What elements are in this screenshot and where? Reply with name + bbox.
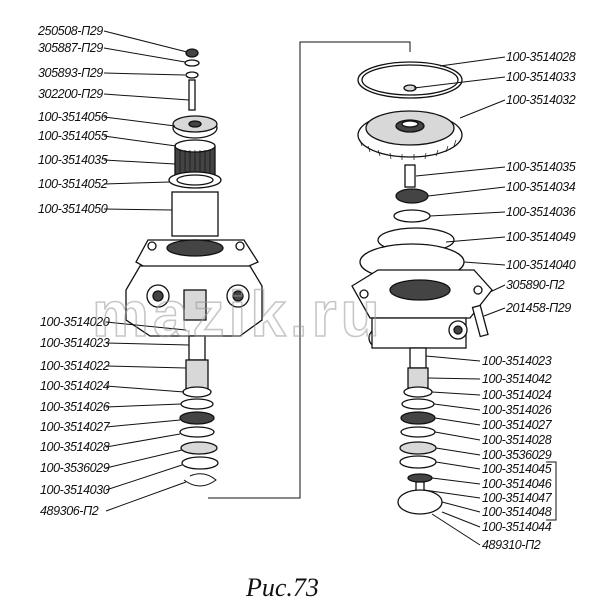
right-part-label: 100-3514042 bbox=[482, 372, 552, 386]
right-part-label: 201458-П29 bbox=[505, 301, 571, 315]
right-part-label: 100-3514046 bbox=[482, 477, 552, 491]
right-part-label: 100-3514027 bbox=[482, 418, 553, 432]
left-part-label: 100-3514035 bbox=[38, 153, 108, 167]
right-part-label: 100-3514026 bbox=[482, 403, 552, 417]
right-part-label: 100-3514033 bbox=[506, 70, 576, 84]
right-part-label: 100-3514040 bbox=[506, 258, 576, 272]
right-part-label: 100-3514036 bbox=[506, 205, 576, 219]
left-part-label: 100-3514026 bbox=[40, 400, 110, 414]
left-part-label: 100-3514030 bbox=[40, 483, 110, 497]
left-part-label: 100-3514052 bbox=[38, 177, 108, 191]
right-labels: 100-3514028 100-3514033 100-3514032 100-351… bbox=[482, 50, 576, 552]
figure-caption: Рис.73 bbox=[245, 573, 319, 602]
left-part-label: 302200-П29 bbox=[38, 87, 103, 101]
right-leader-lines bbox=[413, 56, 557, 546]
watermark: mazik.ru bbox=[92, 278, 384, 350]
right-part-label: 100-3536029 bbox=[482, 448, 552, 462]
right-part-label: 100-3514049 bbox=[506, 230, 576, 244]
left-part-label: 100-3514056 bbox=[38, 110, 108, 124]
right-part-label: 489310-П2 bbox=[482, 538, 541, 552]
left-part-label: 100-3514050 bbox=[38, 202, 108, 216]
left-assembly bbox=[125, 48, 263, 487]
right-part-label: 100-3514024 bbox=[482, 388, 552, 402]
right-part-label: 100-3514047 bbox=[482, 491, 553, 505]
left-leader-lines bbox=[103, 30, 190, 512]
left-part-label: 100-3514023 bbox=[40, 336, 110, 350]
right-part-label: 100-3514044 bbox=[482, 520, 552, 534]
left-labels: 250508-П29 305887-П29 305893-П29 302200-П29… bbox=[37, 24, 111, 518]
left-part-label: 100-3514022 bbox=[40, 359, 110, 373]
left-part-label: 100-3514055 bbox=[38, 129, 108, 143]
left-part-label: 305887-П29 bbox=[38, 41, 103, 55]
assembly-connector-line bbox=[208, 41, 411, 499]
right-part-label: 100-3514035 bbox=[506, 160, 576, 174]
right-part-label: 100-3514028 bbox=[482, 433, 552, 447]
right-part-label: 100-3514048 bbox=[482, 505, 552, 519]
right-part-label: 100-3514028 bbox=[506, 50, 576, 64]
left-part-label: 100-3514020 bbox=[40, 315, 110, 329]
left-part-label: 250508-П29 bbox=[37, 24, 103, 38]
right-part-label: 100-3514045 bbox=[482, 462, 552, 476]
right-part-label: 305890-П2 bbox=[506, 278, 565, 292]
right-part-label: 100-3514034 bbox=[506, 180, 576, 194]
left-part-label: 100-3514024 bbox=[40, 379, 110, 393]
left-part-label: 305893-П29 bbox=[38, 66, 103, 80]
left-part-label: 489306-П2 bbox=[40, 504, 99, 518]
right-part-label: 100-3514032 bbox=[506, 93, 576, 107]
left-part-label: 100-3514027 bbox=[40, 420, 111, 434]
right-part-label: 100-3514023 bbox=[482, 354, 552, 368]
left-part-label: 100-3536029 bbox=[40, 461, 110, 475]
left-part-label: 100-3514028 bbox=[40, 440, 110, 454]
